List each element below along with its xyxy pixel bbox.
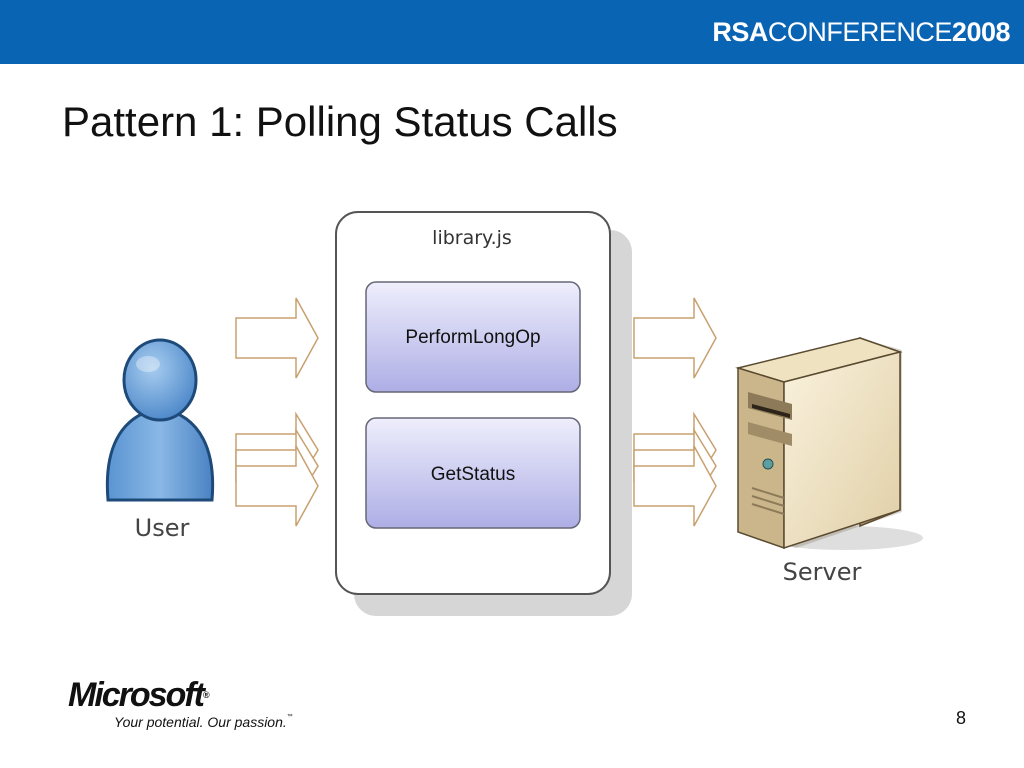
microsoft-logo-text: Microsoft	[68, 676, 205, 714]
slide-title: Pattern 1: Polling Status Calls	[62, 98, 618, 145]
tagline-trademark: ™	[286, 714, 293, 720]
rsa-conference-logo: RSACONFERENCE2008	[712, 16, 1010, 48]
brand-conference: CONFERENCE	[767, 17, 953, 47]
server-icon	[735, 336, 923, 550]
server-label: Server	[783, 558, 862, 586]
microsoft-registered-mark: ®	[203, 690, 210, 700]
arrow-user-status-3	[235, 445, 319, 527]
library-label: library.js	[432, 227, 512, 249]
left-arrow-group	[235, 297, 319, 527]
microsoft-tagline: Your potential. Our passion.™	[114, 714, 293, 730]
page-number: 8	[955, 708, 966, 728]
microsoft-logo: Microsoft®	[68, 676, 210, 714]
right-arrow-group	[633, 297, 717, 527]
get-status-label: GetStatus	[431, 464, 516, 485]
get-status-box	[365, 417, 581, 529]
tagline-text: Your potential. Our passion.	[114, 714, 287, 730]
header-bar: RSACONFERENCE2008	[0, 0, 1024, 64]
perform-long-op-box	[365, 281, 581, 393]
arrow-perform-server	[633, 297, 717, 379]
brand-year: 2008	[951, 17, 1011, 47]
library-container	[335, 211, 611, 595]
arrow-user-perform	[235, 297, 319, 379]
arrow-status-server-3	[633, 445, 717, 527]
brand-rsa: RSA	[712, 17, 768, 47]
user-icon	[105, 338, 215, 502]
perform-long-op-label: PerformLongOp	[405, 327, 540, 348]
user-label: User	[135, 514, 190, 542]
